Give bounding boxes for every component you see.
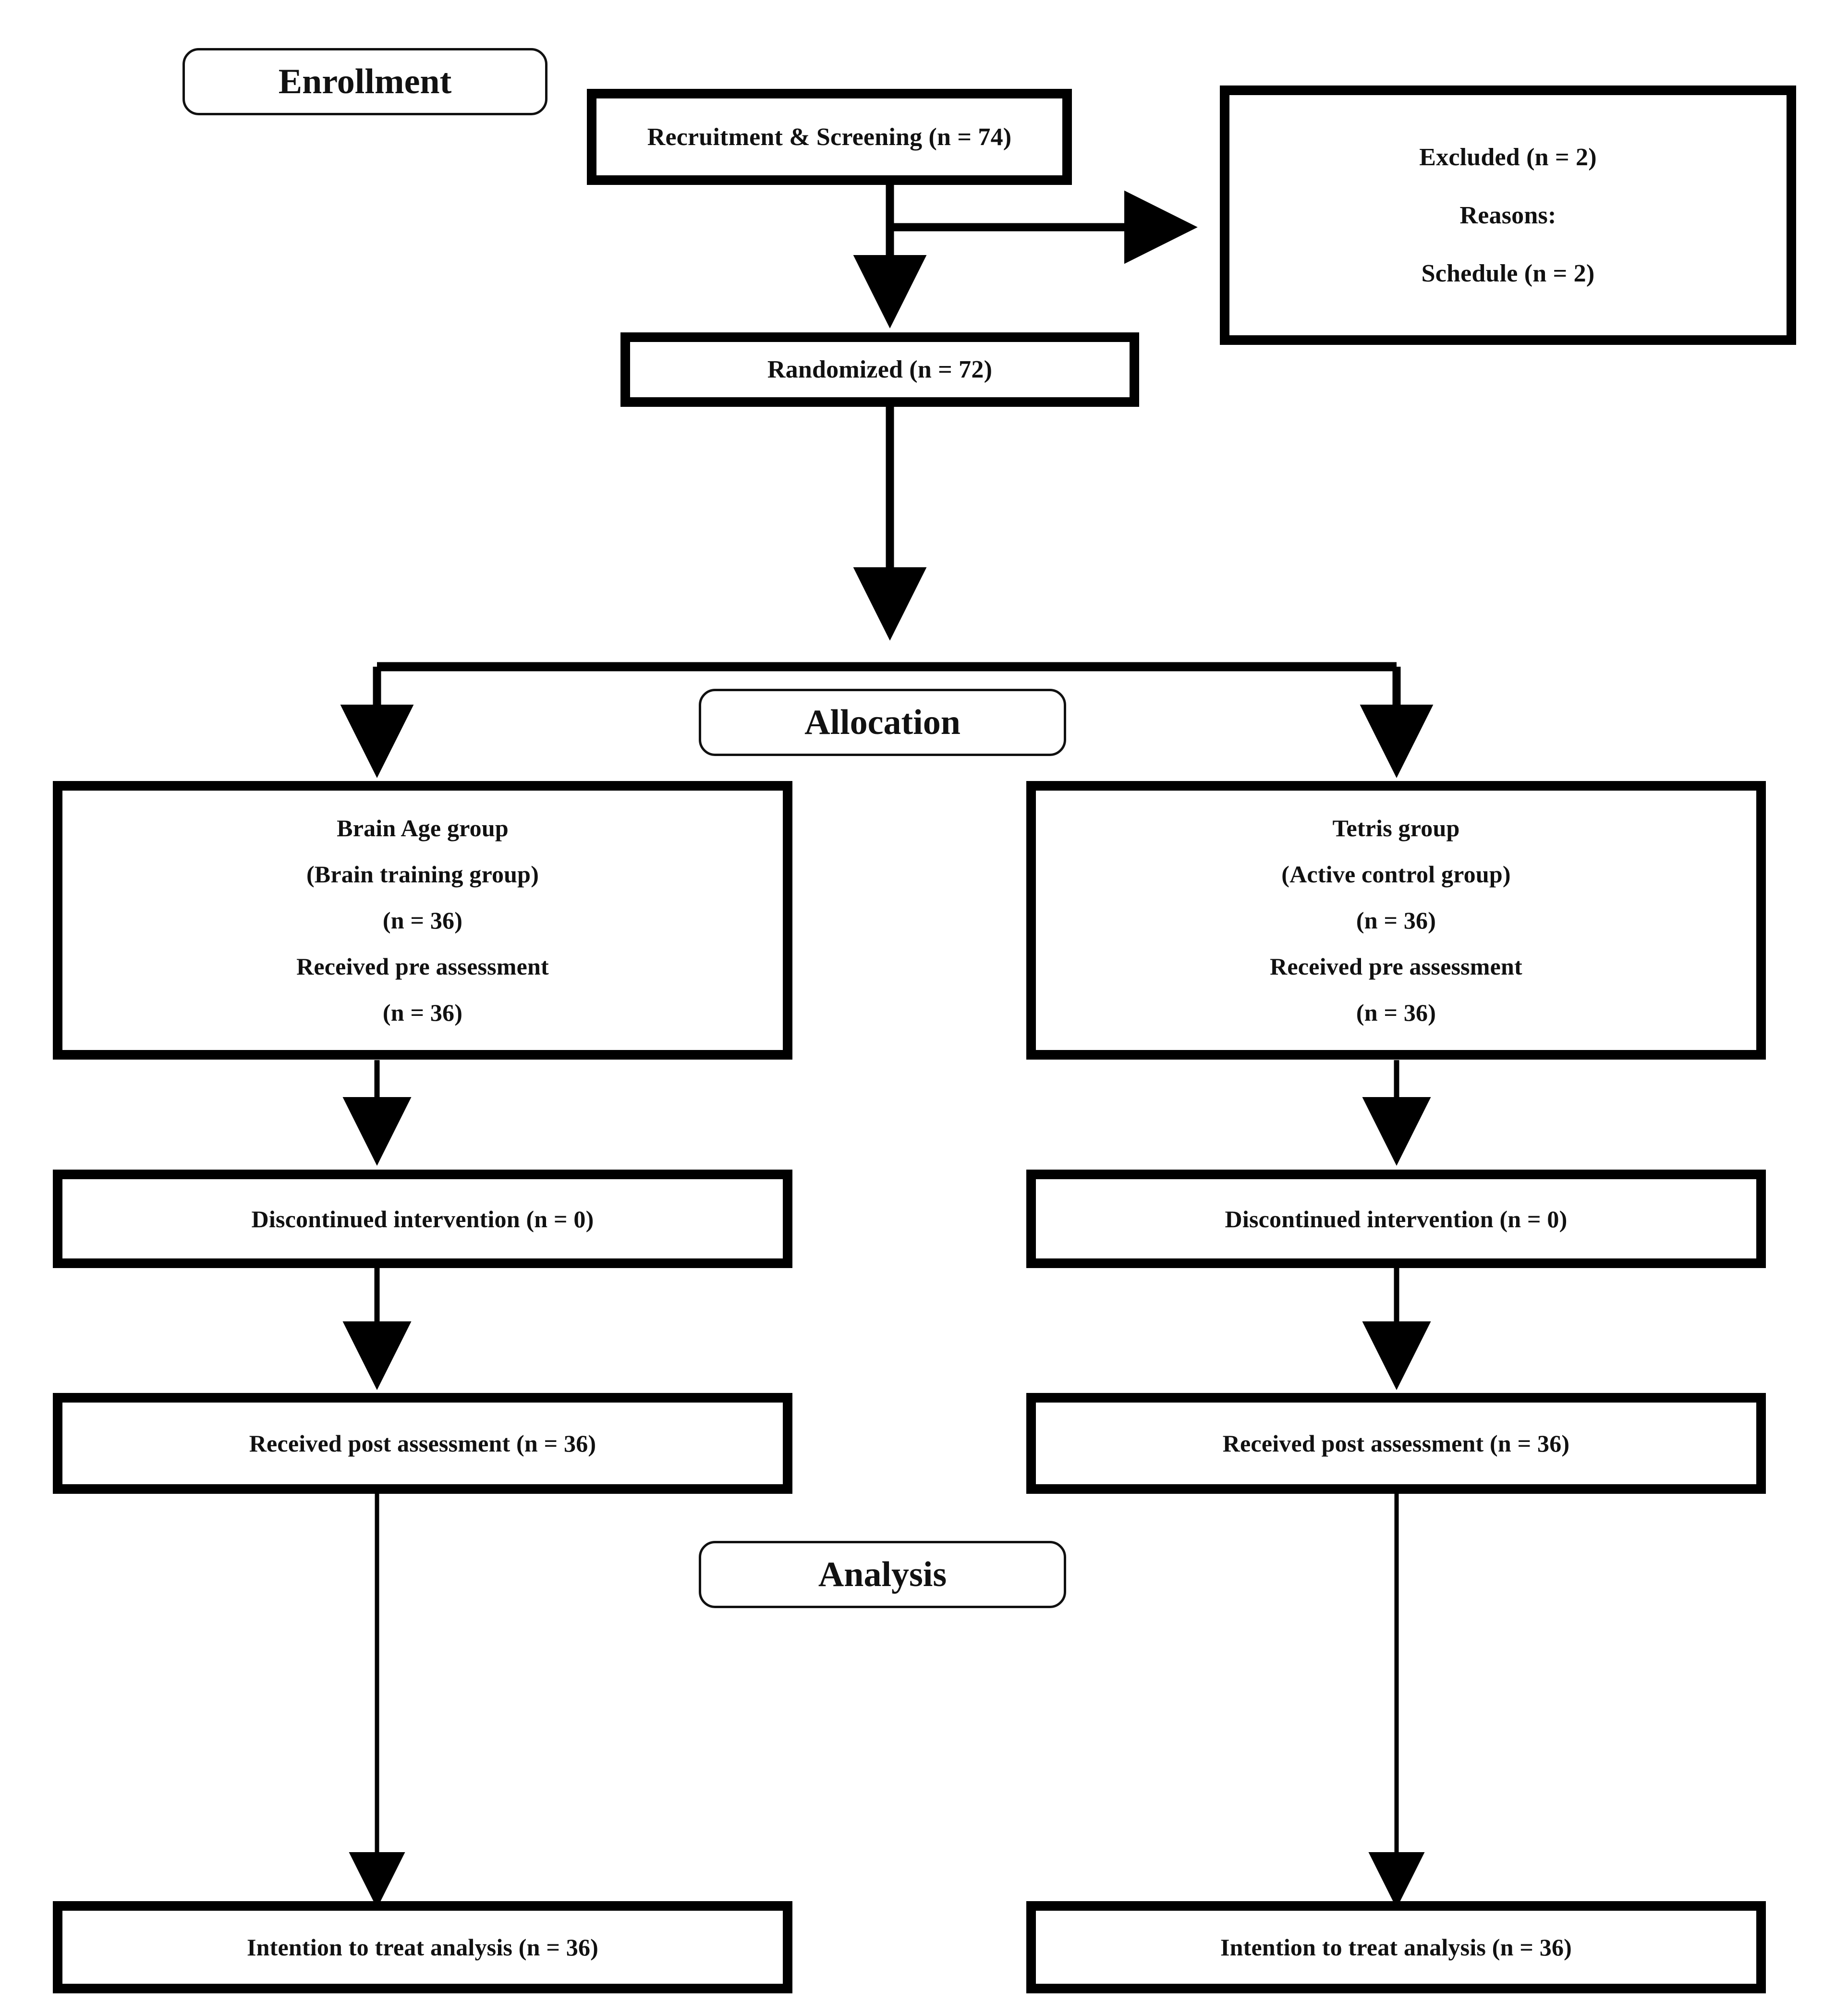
- node-left-discontinued-line-0: Discontinued intervention (n = 0): [251, 1205, 594, 1233]
- node-right-allocation-line-3: Received pre assessment: [1270, 953, 1522, 980]
- node-excluded-line-0: Excluded (n = 2): [1419, 143, 1597, 171]
- stage-label-allocation-text: Allocation: [804, 702, 960, 742]
- node-left-allocation-line-0: Brain Age group: [337, 815, 509, 842]
- stage-label-allocation: Allocation: [699, 689, 1066, 756]
- node-left-intention-to-treat-line-0: Intention to treat analysis (n = 36): [246, 1934, 598, 1961]
- node-left-post-assessment-line-0: Received post assessment (n = 36): [249, 1430, 596, 1457]
- node-excluded-line-2: Schedule (n = 2): [1421, 259, 1595, 287]
- stage-label-analysis-text: Analysis: [818, 1554, 947, 1594]
- node-right-intention-to-treat-line-0: Intention to treat analysis (n = 36): [1220, 1934, 1572, 1961]
- node-left-allocation-line-1: (Brain training group): [306, 861, 539, 888]
- stage-label-analysis: Analysis: [699, 1541, 1066, 1608]
- node-left-allocation-line-4: (n = 36): [382, 999, 463, 1026]
- stage-label-enrollment: Enrollment: [182, 48, 547, 115]
- stage-label-enrollment-text: Enrollment: [278, 61, 452, 101]
- node-right-post-assessment: Received post assessment (n = 36): [1026, 1393, 1766, 1494]
- node-right-allocation-line-0: Tetris group: [1332, 815, 1460, 842]
- node-right-allocation-line-4: (n = 36): [1356, 999, 1436, 1026]
- node-left-allocation-line-3: Received pre assessment: [296, 953, 549, 980]
- node-right-discontinued-line-0: Discontinued intervention (n = 0): [1225, 1205, 1568, 1233]
- node-left-discontinued: Discontinued intervention (n = 0): [53, 1170, 792, 1268]
- node-right-allocation-group: Tetris group (Active control group) (n =…: [1026, 781, 1766, 1060]
- node-left-intention-to-treat: Intention to treat analysis (n = 36): [53, 1901, 792, 1993]
- node-left-allocation-group: Brain Age group (Brain training group) (…: [53, 781, 792, 1060]
- node-excluded-line-1: Reasons:: [1459, 201, 1556, 229]
- node-excluded: Excluded (n = 2) Reasons: Schedule (n = …: [1220, 85, 1796, 345]
- node-recruitment-screening: Recruitment & Screening (n = 74): [587, 89, 1072, 185]
- node-right-allocation-line-2: (n = 36): [1356, 907, 1436, 934]
- node-left-allocation-line-2: (n = 36): [382, 907, 463, 934]
- node-recruitment-screening-line-0: Recruitment & Screening (n = 74): [647, 123, 1012, 151]
- node-right-intention-to-treat: Intention to treat analysis (n = 36): [1026, 1901, 1766, 1993]
- node-right-post-assessment-line-0: Received post assessment (n = 36): [1222, 1430, 1570, 1457]
- node-right-allocation-line-1: (Active control group): [1281, 861, 1511, 888]
- node-randomized: Randomized (n = 72): [620, 332, 1139, 407]
- node-left-post-assessment: Received post assessment (n = 36): [53, 1393, 792, 1494]
- node-randomized-line-0: Randomized (n = 72): [767, 356, 993, 383]
- node-right-discontinued: Discontinued intervention (n = 0): [1026, 1170, 1766, 1268]
